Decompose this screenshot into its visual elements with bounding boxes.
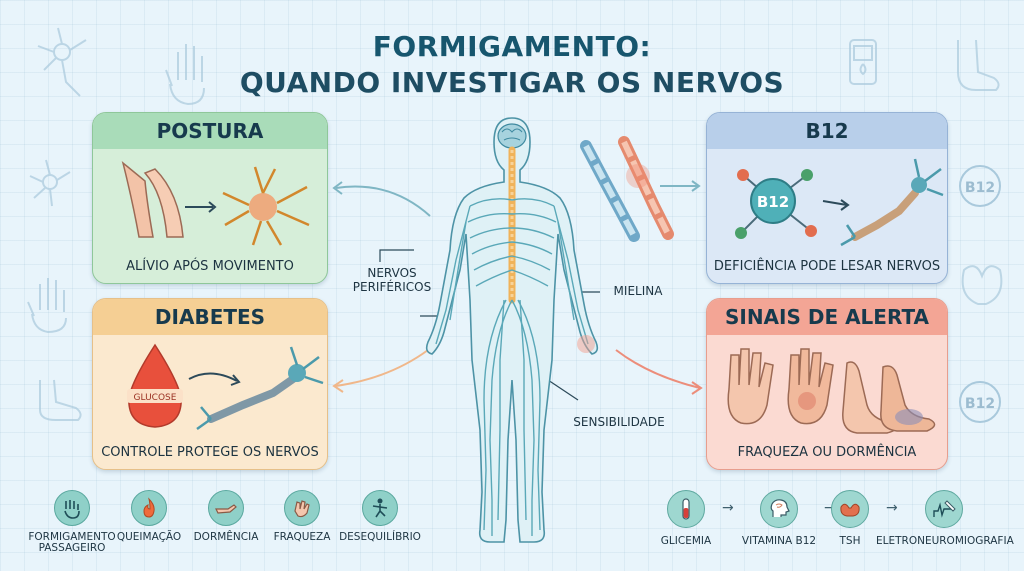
neuron-icon xyxy=(196,346,324,431)
svg-text:B12: B12 xyxy=(965,396,995,412)
card-diabetes: DIABETES GLUCOSE CONTROLE PROTEGE OS NER… xyxy=(92,298,328,470)
thyroid-icon xyxy=(961,265,1003,305)
emg-probe-icon xyxy=(925,490,963,528)
neuron-icon xyxy=(840,158,944,247)
foot-icon xyxy=(880,365,936,432)
card-postura: POSTURA ALÍVIO APÓS MOVIMENTO xyxy=(92,112,328,284)
svg-text:B12: B12 xyxy=(965,180,995,196)
hand-icon xyxy=(27,278,67,334)
symptom-item: DORMÊNCIA xyxy=(176,490,276,543)
b12-molecule-icon: B12 xyxy=(735,169,817,239)
numb-hand-icon xyxy=(208,490,244,526)
human-body-outline xyxy=(425,117,599,543)
svg-text:B12: B12 xyxy=(757,193,789,211)
test-item: ELETRONEUROMIOGRAFIA xyxy=(876,490,1014,547)
arrow-head xyxy=(691,180,701,192)
crossed-legs-illustration xyxy=(121,160,310,246)
page-subtitle: QUANDO INVESTIGAR OS NERVOS xyxy=(239,66,785,99)
neuron-icon xyxy=(29,159,71,207)
peripheral-nerves xyxy=(435,198,589,536)
hand-icon xyxy=(787,348,834,425)
arrow-to-diabetes xyxy=(335,349,429,387)
glucose-drop-icon: GLUCOSE xyxy=(127,343,183,428)
label-myelin: MIELINA xyxy=(613,284,663,298)
arrow-head xyxy=(332,181,343,195)
card-postura-caption: ALÍVIO APÓS MOVIMENTO xyxy=(126,259,294,274)
imbalance-person-icon xyxy=(362,490,398,526)
glucose-neuron-illustration: GLUCOSE xyxy=(127,343,324,431)
card-alerta-caption: FRAQUEZA OU DORMÊNCIA xyxy=(737,445,917,460)
card-postura-heading: POSTURA xyxy=(93,113,327,149)
b12-badge-icon: B12 xyxy=(959,381,1001,423)
symptom-item: FRAQUEZA xyxy=(252,490,352,543)
foot-icon xyxy=(39,379,82,421)
card-diabetes-heading: DIABETES xyxy=(93,299,327,335)
arrow-head xyxy=(691,381,703,395)
card-alerta-heading: SINAIS DE ALERTA xyxy=(707,299,947,335)
label-peripheral-nerves: NERVOS PERIFÉRICOS xyxy=(352,266,432,294)
page-title: FORMIGAMENTO: xyxy=(372,30,652,63)
weak-hand-icon xyxy=(284,490,320,526)
symptom-item: DESEQUILÍBRIO xyxy=(330,490,430,543)
card-b12: B12 B12 DEFICIÊNCIA PODE LESAR NERVOS xyxy=(706,112,948,284)
symptom-item: QUEIMAÇÃO xyxy=(99,490,199,543)
test-item: GLICEMIA xyxy=(654,490,718,547)
leader-peripheral xyxy=(379,249,414,262)
card-sinais-de-alerta: SINAIS DE ALERTA FRAQUEZA OU DORMÊNCIA xyxy=(706,298,948,470)
test-item: TSH xyxy=(830,490,870,547)
card-diabetes-caption: CONTROLE PROTEGE OS NERVOS xyxy=(101,445,319,460)
card-b12-heading: B12 xyxy=(707,113,947,149)
arrow-to-postura xyxy=(335,185,431,217)
tingling-hand-icon xyxy=(54,490,90,526)
leader-sensitivity xyxy=(547,379,579,401)
hand-icon xyxy=(165,44,205,106)
svg-text:GLUCOSE: GLUCOSE xyxy=(134,393,177,403)
b12-badge-icon: B12 xyxy=(959,165,1001,207)
blood-tube-icon xyxy=(667,490,705,528)
neuron-icon xyxy=(222,166,310,246)
arrow-right-icon: → xyxy=(886,500,898,516)
arrow-right-icon: → xyxy=(824,500,836,516)
glucose-meter-icon xyxy=(849,39,877,85)
hands-feet-illustration xyxy=(727,348,936,434)
arrow-to-alerta xyxy=(615,349,701,389)
sensitivity-highlight xyxy=(577,335,595,353)
myelinated-nerve-icon xyxy=(580,136,674,242)
foot-icon xyxy=(957,39,1000,91)
card-b12-caption: DEFICIÊNCIA PODE LESAR NERVOS xyxy=(713,259,941,274)
flame-icon xyxy=(131,490,167,526)
neuron-icon xyxy=(37,27,87,97)
head-profile-icon xyxy=(760,490,798,528)
b12-molecule-illustration: B12 xyxy=(735,158,944,247)
arrow-head xyxy=(332,379,344,393)
hand-icon xyxy=(727,348,774,425)
label-sensitivity: SENSIBILIDADE xyxy=(573,415,665,429)
arrow-right-icon: → xyxy=(722,500,734,516)
test-item: VITAMINA B12 xyxy=(732,490,826,547)
thyroid-icon xyxy=(831,490,869,528)
